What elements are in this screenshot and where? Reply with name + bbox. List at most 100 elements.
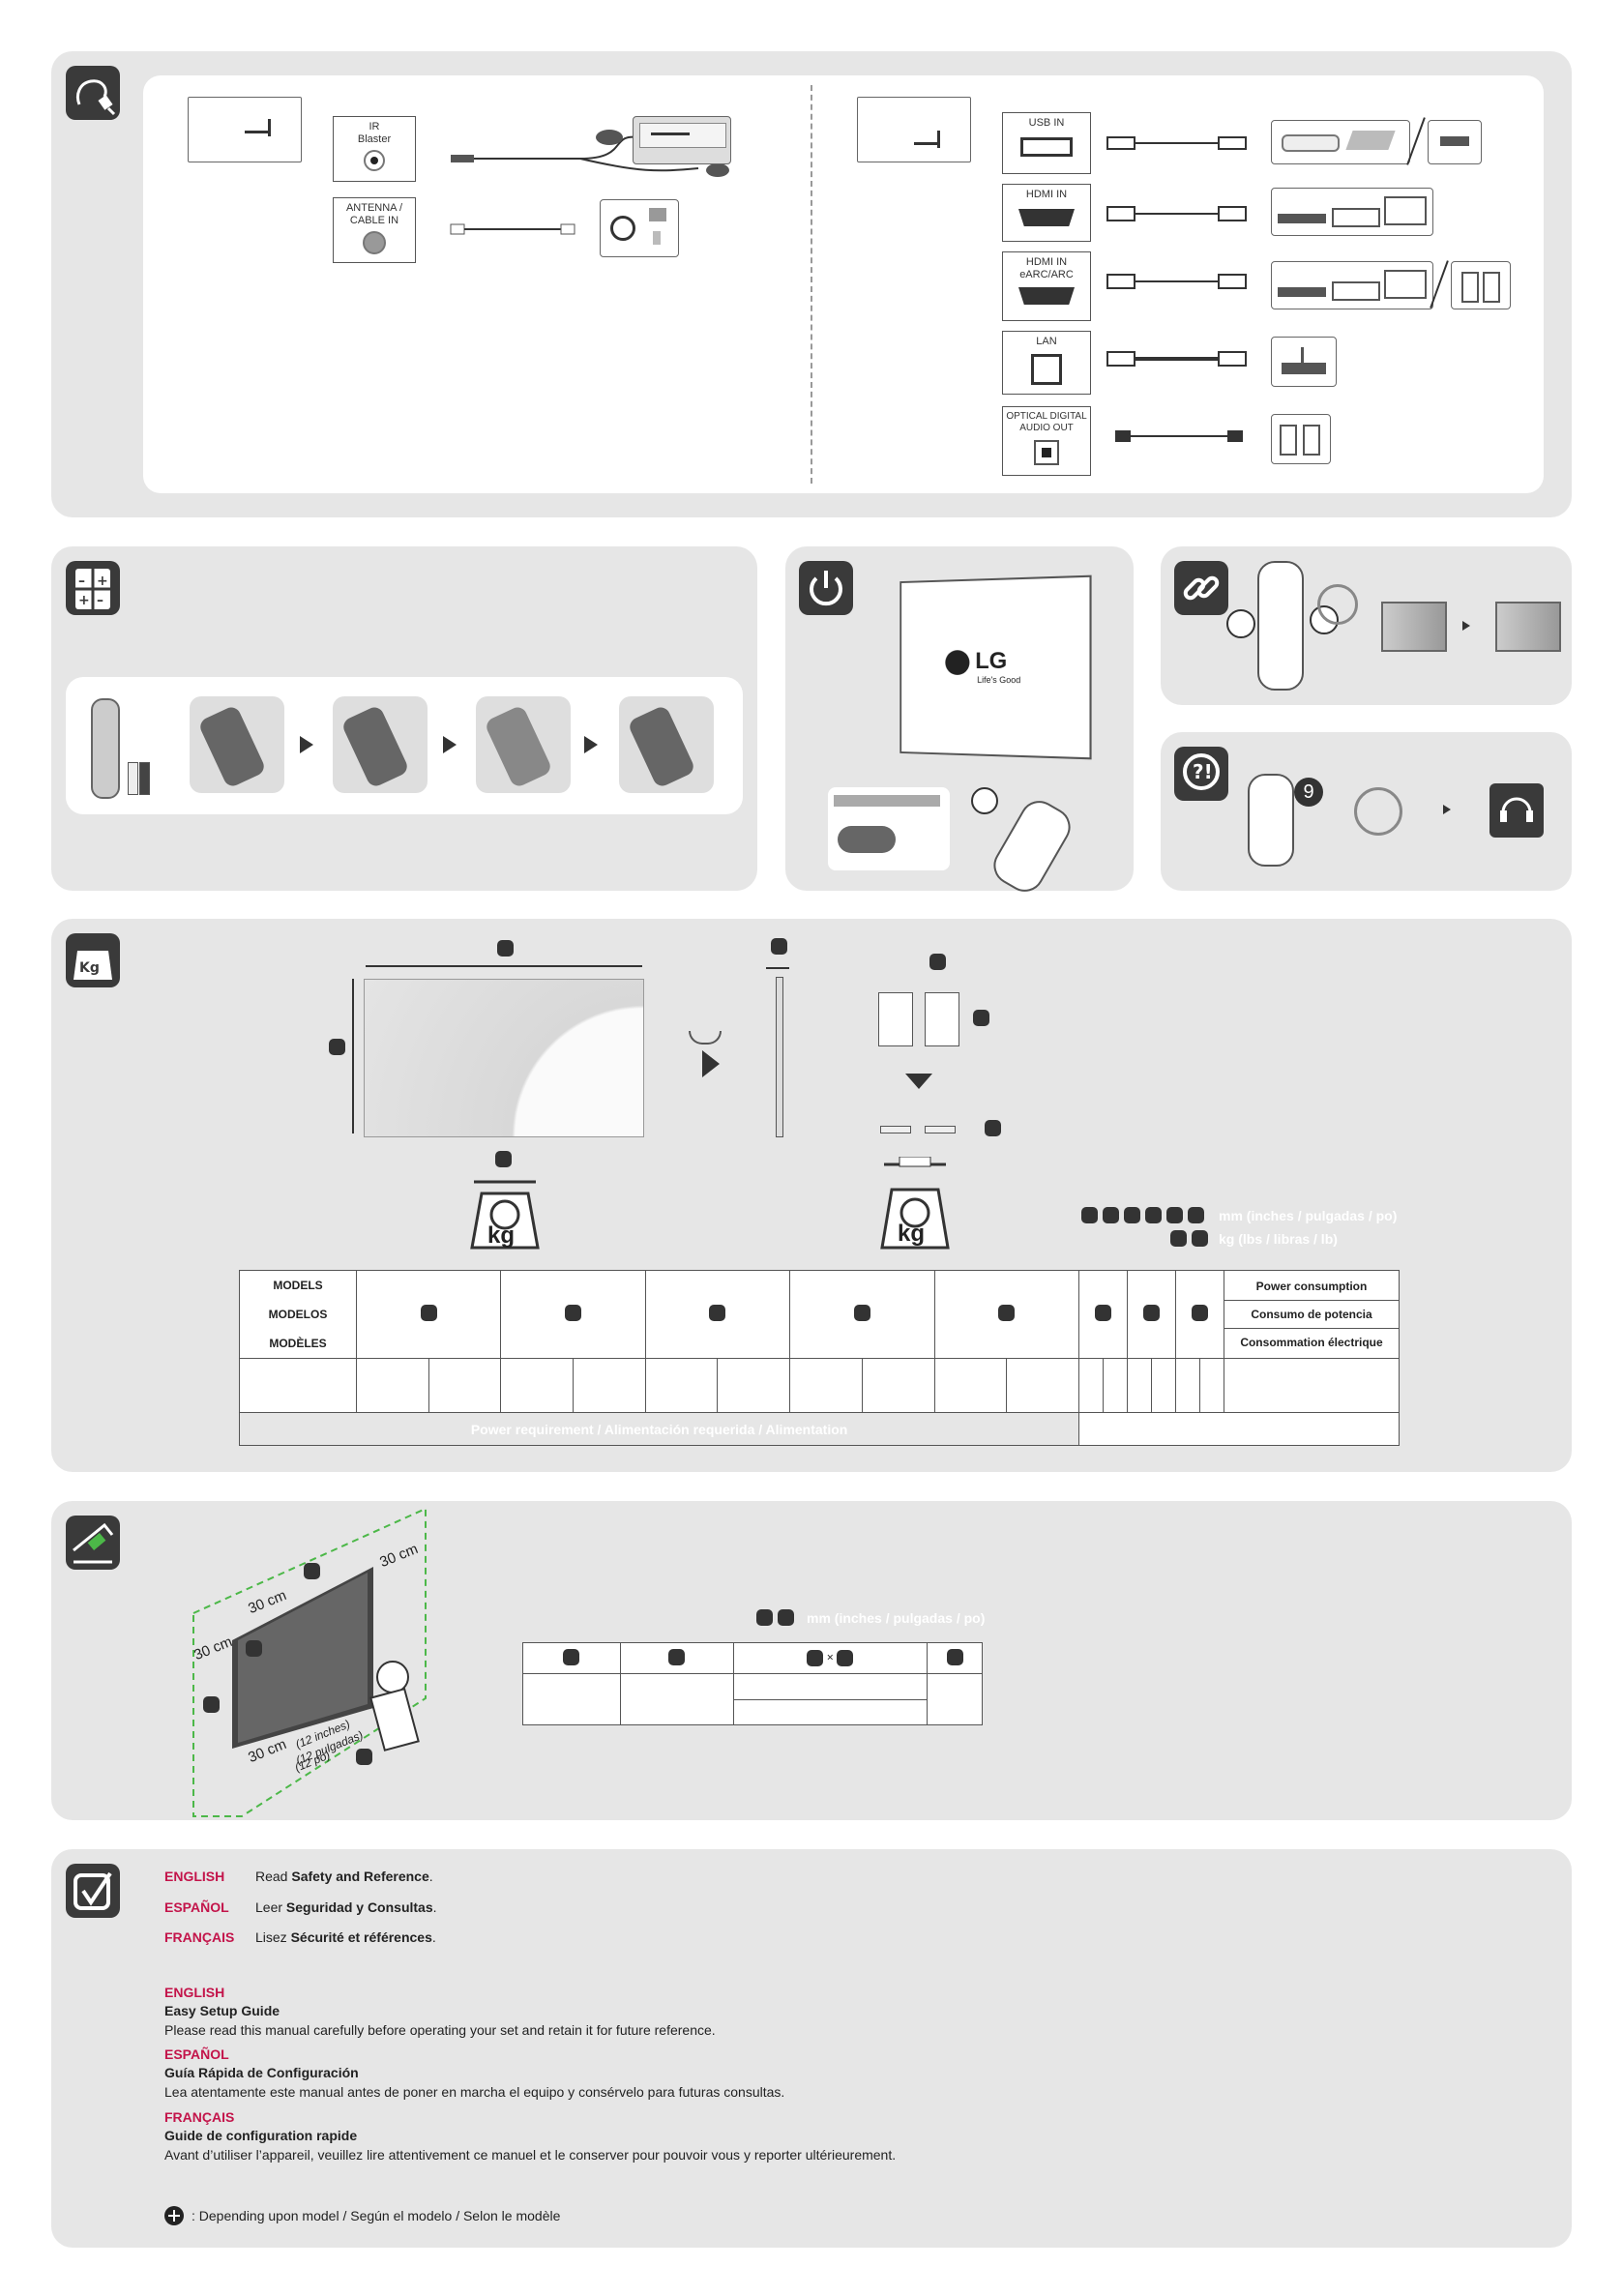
tv-back-right (857, 97, 971, 162)
table-row (239, 1358, 1400, 1413)
stand-flat-left (880, 1126, 911, 1133)
tv-side-profile (776, 977, 783, 1137)
col-marker-7 (1127, 1270, 1176, 1359)
weight-marker-1 (495, 1151, 512, 1167)
read-doc-en: Safety and Reference (291, 1869, 429, 1884)
guide-body-fr: Avant d’utiliser l’appareil, veuillez li… (164, 2147, 897, 2163)
spec-table: MODELS MODELOS MODÈLES Power consumption… (238, 1270, 1400, 1446)
remote-help (1248, 774, 1294, 867)
battery-pair (128, 762, 150, 795)
read-suffix-fr: . (431, 1929, 436, 1945)
models-fr: MODÈLES (269, 1337, 327, 1350)
step-arrow-3 (584, 736, 598, 753)
mount-marker-top (304, 1563, 320, 1579)
battery-icon: –++– (66, 561, 120, 615)
home-button-icon (1226, 609, 1255, 638)
guide-lang-en: ENGLISH (164, 1985, 225, 2000)
audio-device (1271, 414, 1331, 464)
battery-step-1 (190, 696, 284, 793)
guide-lang-fr: FRANÇAIS (164, 2109, 235, 2125)
units-dim-markers (1081, 1207, 1211, 1223)
battery-step-4 (619, 696, 714, 793)
step-arrow-1 (300, 736, 313, 753)
rotate-arrow (702, 1050, 720, 1077)
wall-mount-drawing (192, 1507, 427, 1817)
antenna-label: ANTENNA / CABLE IN (345, 202, 403, 226)
read-prefix-es: Leer (255, 1899, 286, 1915)
lan-label: LAN (1036, 336, 1057, 347)
guide-title-fr: Guide de configuration rapide (164, 2128, 358, 2143)
stand-left (878, 992, 913, 1046)
ir-blaster-cable (451, 130, 729, 177)
ir-blaster-port: IR Blaster (333, 116, 416, 182)
scale-1-unit: kg (487, 1222, 516, 1249)
ir-blaster-label: IR Blaster (357, 121, 392, 145)
hdmi-devices (1271, 188, 1433, 236)
tv-pair-after (1495, 602, 1561, 652)
times-symbol: × (826, 1650, 834, 1664)
units-dim-text: mm (inches / pulgadas / po) (1219, 1208, 1398, 1223)
stand-down-arrow (905, 1074, 932, 1089)
read-lang-en: ENGLISH (164, 1869, 225, 1884)
tv-back-left (188, 97, 302, 162)
power-requirement-row: Power requirement / Alimentación requeri… (238, 1412, 1400, 1446)
mount-col-2 (619, 1642, 734, 1674)
usb-in-port: USB IN (1002, 112, 1091, 174)
hdmi-in-label: HDMI IN (1025, 189, 1068, 200)
stand-right (925, 992, 959, 1046)
read-line-fr: Lisez Sécurité et références. (255, 1929, 436, 1945)
tv-front: LG Life's Good (899, 574, 1092, 760)
table-row (522, 1673, 983, 1725)
read-prefix-en: Read (255, 1869, 292, 1884)
optical-audio-label: OPTICAL DIGITAL AUDIO OUT (1006, 411, 1087, 433)
set-top-box (633, 116, 731, 164)
mount-units-text: mm (inches / pulgadas / po) (807, 1610, 986, 1626)
width-marker (497, 940, 514, 957)
usb-in-label: USB IN (1028, 117, 1065, 129)
guide-body-es: Lea atentamente este manual antes de pon… (164, 2084, 785, 2100)
read-lang-es: ESPAÑOL (164, 1899, 229, 1915)
step-arrow-2 (443, 736, 457, 753)
number-badge-text: 9 (1303, 781, 1314, 803)
earc-devices (1271, 261, 1433, 309)
read-line-en: Read Safety and Reference. (255, 1869, 433, 1884)
guide-lang-es: ESPAÑOL (164, 2046, 229, 2062)
col-marker-3 (644, 1270, 791, 1359)
footnote: : Depending upon model / Según el modelo… (192, 2208, 561, 2223)
read-doc-fr: Sécurité et références (290, 1929, 432, 1945)
router-device (1271, 337, 1337, 387)
usb-hub-device (1428, 120, 1482, 164)
svg-text:+: + (97, 574, 108, 589)
models-header-cell: MODELS MODELOS MODÈLES (239, 1270, 357, 1359)
read-prefix-fr: Lisez (255, 1929, 291, 1945)
mount-col-1 (522, 1642, 621, 1674)
battery-step-2 (333, 696, 428, 793)
antenna-wall-outlet (600, 199, 679, 257)
mount-marker-bracket (356, 1749, 372, 1765)
wall-mount-icon (66, 1516, 120, 1570)
power-button-circle (971, 787, 998, 814)
lg-logo: LG (975, 647, 1008, 675)
tv-pair-before (1381, 602, 1447, 652)
scale-2-unit: kg (898, 1221, 926, 1247)
models-es: MODELOS (268, 1308, 328, 1321)
soundbar-device (1451, 261, 1511, 309)
table-row (523, 1698, 983, 1725)
stand-depth-marker (985, 1120, 1001, 1136)
checklist-icon (66, 1864, 120, 1918)
svg-text:?!: ?! (1193, 760, 1213, 783)
mount-marker-left (246, 1640, 262, 1657)
battery-step-3 (476, 696, 571, 793)
power-requirement-cell: Power requirement / Alimentación requeri… (238, 1412, 1080, 1446)
col-marker-2 (500, 1270, 646, 1359)
svg-text:+: + (78, 593, 90, 608)
tv-power-button-zoom (828, 787, 950, 870)
mount-units-markers (756, 1609, 795, 1626)
guide-title-en: Easy Setup Guide (164, 2003, 280, 2018)
stand-height-marker (973, 1010, 989, 1026)
col-marker-4 (789, 1270, 935, 1359)
guide-body-en: Please read this manual carefully before… (164, 2022, 716, 2038)
hdmi-earc-port: HDMI IN eARC/ARC (1002, 251, 1091, 321)
power-header-cell: Power consumption Consumo de potencia Co… (1224, 1270, 1400, 1359)
col-marker-6 (1078, 1270, 1129, 1359)
